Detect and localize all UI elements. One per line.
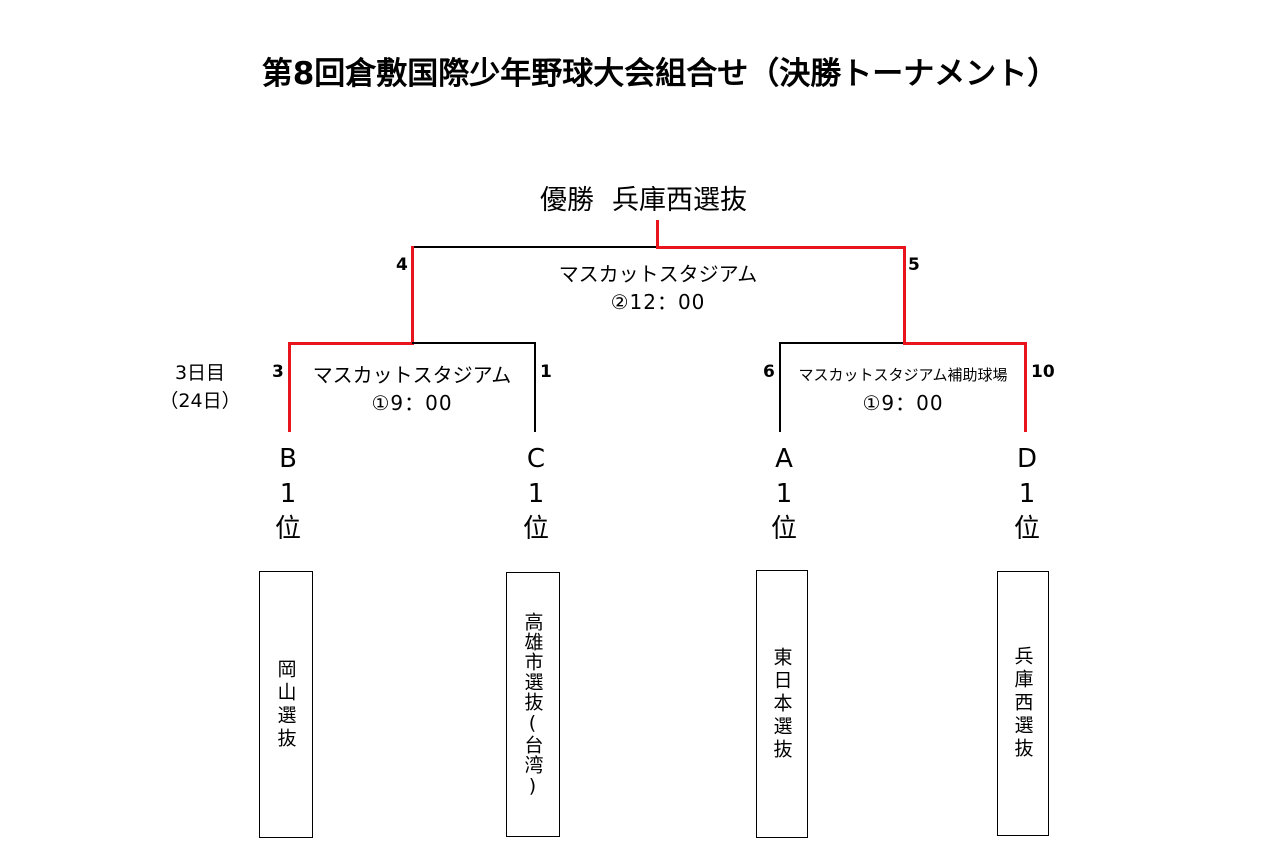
semi2-left-vertical <box>779 342 781 432</box>
team-name: 兵庫西選抜 <box>1011 646 1034 761</box>
semi2-right-vertical <box>1024 342 1027 432</box>
team-name: 東日本選抜 <box>770 646 793 762</box>
champion-team: 兵庫西選抜 <box>612 185 747 216</box>
final-score-left: 4 <box>396 255 408 275</box>
seed-group: B <box>279 444 297 474</box>
day-note-line2: （24日） <box>159 390 241 412</box>
team-box-hyogonishi: 兵庫西選抜 <box>997 571 1049 836</box>
seed-c1: C 1 位 <box>506 442 566 547</box>
seed-suffix: 位 <box>522 514 549 544</box>
team-box-higashinihon: 東日本選抜 <box>756 570 808 838</box>
final-score-right: 5 <box>908 255 920 275</box>
seed-d1: D 1 位 <box>997 442 1057 547</box>
seed-a1: A 1 位 <box>754 442 814 547</box>
team-box-kaohsiung: 高雄市選抜(台湾) <box>506 572 560 837</box>
final-winner-horizontal <box>656 246 906 249</box>
semi1-time: ①9：00 <box>371 391 453 415</box>
semi1-score-right: 1 <box>540 362 552 382</box>
semi2-score-left: 6 <box>763 362 775 382</box>
champion-label: 優勝兵庫西選抜 <box>540 178 747 217</box>
seed-group: A <box>775 444 793 474</box>
semi1-score-left: 3 <box>272 362 284 382</box>
final-right-vertical <box>903 246 906 344</box>
semi2-score-right: 10 <box>1031 362 1055 382</box>
day-note-line1: 3日目 <box>174 362 226 384</box>
seed-group: D <box>1016 444 1038 474</box>
semi2-venue: マスカットスタジアム補助球場 <box>798 366 1008 384</box>
seed-b1: B 1 位 <box>258 442 318 547</box>
final-venue: マスカットスタジアム <box>558 262 758 286</box>
semi1-venue: マスカットスタジアム <box>312 363 512 387</box>
champion-heading: 優勝 <box>540 185 594 216</box>
semi1-horizontal-winner <box>288 342 414 345</box>
final-left-vertical <box>411 246 414 344</box>
team-name: 岡山選抜 <box>274 658 297 751</box>
page-title: 第8回倉敷国際少年野球大会組合せ（決勝トーナメント） <box>261 56 1059 92</box>
team-box-okayama: 岡山選抜 <box>259 571 313 838</box>
seed-suffix: 位 <box>1013 514 1040 544</box>
seed-rank: 1 <box>279 479 297 509</box>
semi2-horizontal-winner <box>903 342 1027 345</box>
semi1-horizontal <box>412 342 536 344</box>
semi1-right-vertical <box>534 342 536 432</box>
semi2-time: ①9：00 <box>862 391 944 415</box>
semi1-left-vertical <box>288 342 291 432</box>
seed-suffix: 位 <box>770 514 797 544</box>
seed-rank: 1 <box>1018 479 1036 509</box>
final-winner-stem <box>656 220 659 248</box>
final-line-left-horizontal <box>411 246 658 248</box>
semi2-horizontal <box>779 342 905 344</box>
seed-group: C <box>526 444 546 474</box>
team-name: 高雄市選抜(台湾) <box>521 611 544 798</box>
seed-rank: 1 <box>775 479 793 509</box>
seed-rank: 1 <box>527 479 545 509</box>
final-time: ②12：00 <box>610 290 706 314</box>
seed-suffix: 位 <box>274 514 301 544</box>
